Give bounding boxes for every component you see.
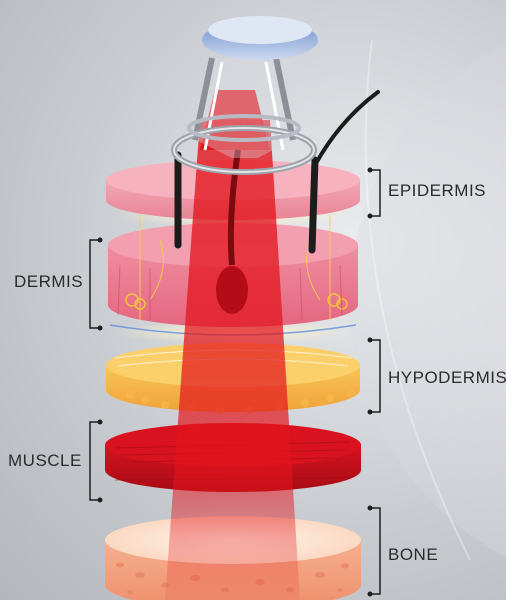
epidermis-bracket — [360, 160, 386, 226]
dermis-bracket — [84, 232, 110, 336]
epidermis-label: EPIDERMIS — [388, 181, 486, 201]
light-device — [174, 16, 318, 172]
hypodermis-label: HYPODERMIS — [388, 368, 506, 388]
hypodermis-bracket — [360, 330, 386, 420]
bone-bracket — [360, 498, 386, 600]
bone-label: BONE — [388, 545, 438, 565]
muscle-label: MUSCLE — [8, 451, 82, 471]
muscle-bracket — [84, 414, 110, 508]
dermis-label: DERMIS — [14, 272, 83, 292]
